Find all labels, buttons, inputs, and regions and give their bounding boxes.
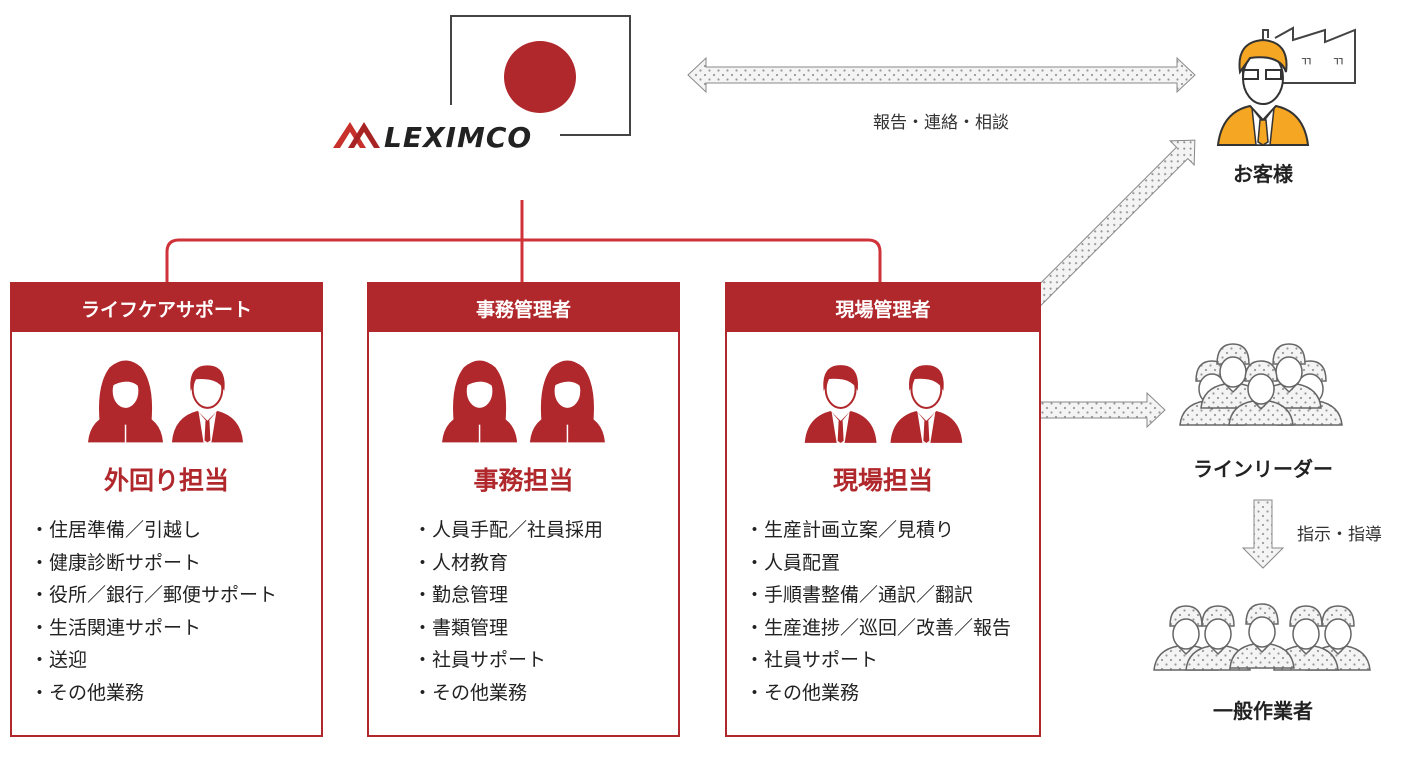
- list-item: 人員手配／社員採用: [419, 514, 603, 547]
- task-list: 人員手配／社員採用人材教育勤怠管理書類管理社員サポートその他業務: [419, 514, 603, 709]
- list-item: 健康診断サポート: [36, 547, 277, 580]
- box-header: ライフケアサポート: [12, 284, 321, 332]
- leximco-logo-text: LEXIMCO: [384, 121, 533, 154]
- box-life-care-support: ライフケアサポート 外回り担当 住居準備／引越し健康診断サポート役所／銀行／郵便…: [10, 282, 323, 737]
- list-item: 生活関連サポート: [36, 612, 277, 645]
- role-title: 外回り担当: [103, 466, 229, 495]
- line-leader-label: ラインリーダー: [1193, 457, 1333, 481]
- box-header: 現場管理者: [727, 284, 1039, 332]
- list-item: 書類管理: [419, 612, 603, 645]
- list-item: 社員サポート: [419, 644, 603, 677]
- report-double-arrow: [687, 56, 1196, 94]
- instruction-down-arrow: [1241, 499, 1285, 569]
- task-list: 生産計画立案／見積り人員配置手順書整備／通訳／翻訳生産進捗／巡回／改善／報告社員…: [751, 514, 1011, 709]
- role-title: 事務担当: [473, 466, 574, 495]
- list-item: その他業務: [751, 677, 1011, 710]
- box-office-manager: 事務管理者 事務担当 人員手配／社員採用人材教育勤怠管理書類管理社員サポートその…: [367, 282, 680, 737]
- box-site-manager: 現場管理者 現場担当 生産計画立案／見積り人員配置手順書整備／通訳／翻訳生産進捗…: [725, 282, 1041, 737]
- customer-label: お客様: [1233, 162, 1293, 186]
- org-connector: [165, 200, 882, 282]
- task-list: 住居準備／引越し健康診断サポート役所／銀行／郵便サポート生活関連サポート送迎その…: [36, 514, 277, 709]
- box-header: 事務管理者: [369, 284, 678, 332]
- workers-label: 一般作業者: [1213, 699, 1313, 723]
- line-leader-icon: [1179, 343, 1343, 426]
- list-item: 送迎: [36, 644, 277, 677]
- instruction-label: 指示・指導: [1297, 525, 1382, 545]
- japan-flag-sun: [504, 41, 576, 113]
- list-item: 生産計画立案／見積り: [751, 514, 1011, 547]
- list-item: 役所／銀行／郵便サポート: [36, 579, 277, 612]
- list-item: 勤怠管理: [419, 579, 603, 612]
- report-label: 報告・連絡・相談: [873, 113, 1009, 133]
- list-item: 社員サポート: [751, 644, 1011, 677]
- flag-frame: [450, 15, 631, 136]
- list-item: その他業務: [36, 677, 277, 710]
- svg-text:ㄲ: ㄲ: [1332, 55, 1344, 70]
- list-item: 人材教育: [419, 547, 603, 580]
- list-item: 生産進捗／巡回／改善／報告: [751, 612, 1011, 645]
- list-item: 手順書整備／通訳／翻訳: [751, 579, 1011, 612]
- workers-icon: [1153, 603, 1371, 671]
- list-item: 人員配置: [751, 547, 1011, 580]
- leximco-logo-mark: [333, 122, 380, 148]
- staff-icons: [803, 364, 964, 444]
- staff-icons: [441, 359, 606, 444]
- list-item: その他業務: [419, 677, 603, 710]
- svg-text:ㄲ: ㄲ: [1300, 55, 1312, 70]
- staff-icons: [87, 359, 244, 444]
- list-item: 住居準備／引越し: [36, 514, 277, 547]
- role-title: 現場担当: [832, 466, 933, 495]
